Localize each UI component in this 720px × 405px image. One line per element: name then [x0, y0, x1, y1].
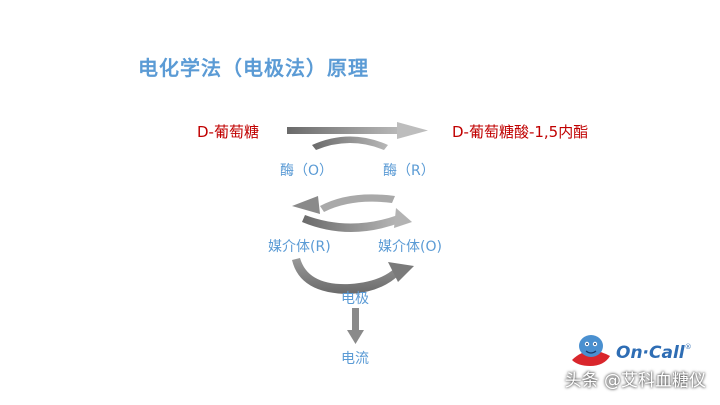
oncall-logo: On·Call®	[616, 343, 692, 363]
page-title: 电化学法（电极法）原理	[138, 56, 369, 80]
electrode-current-arrow	[347, 308, 364, 344]
main-reaction-arrow	[287, 122, 428, 139]
substrate-label: D-葡萄糖	[197, 123, 259, 141]
electrode-label: 电极	[341, 291, 369, 307]
enzyme-reduced-label: 酶（R）	[383, 163, 435, 179]
logo-text: On·Call	[616, 343, 685, 363]
watermark: 头条 @艾科血糖仪	[564, 371, 706, 391]
enzyme-cycle-arrows	[292, 136, 395, 214]
mediator-oxidized-label: 媒介体(O)	[378, 239, 442, 255]
current-label: 电流	[341, 351, 369, 367]
product-label: D-葡萄糖酸-1,5内酯	[452, 123, 589, 141]
mediator-reduced-label: 媒介体(R)	[268, 239, 331, 255]
registered-mark: ®	[684, 343, 692, 351]
oncall-mascot-icon	[572, 335, 610, 366]
enzyme-oxidized-label: 酶（O）	[280, 163, 334, 179]
mediator-cycle-arrows	[292, 208, 414, 294]
